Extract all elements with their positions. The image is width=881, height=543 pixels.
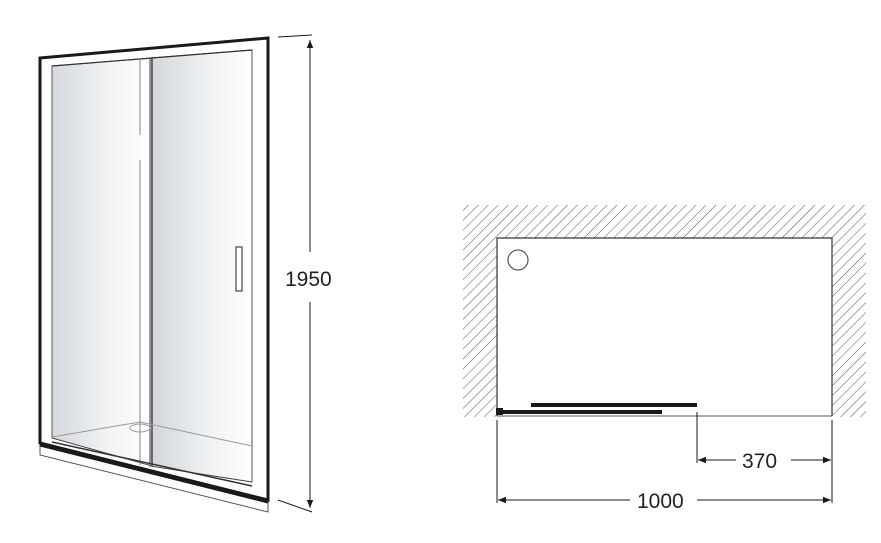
extension-line-top	[277, 34, 313, 38]
shower-area	[497, 238, 832, 416]
wall-outline	[496, 237, 833, 416]
drain-icon	[129, 423, 151, 433]
fixed-panel	[498, 410, 662, 414]
bottom-frame	[39, 443, 269, 504]
drain-icon	[507, 249, 529, 271]
extension-line-bottom	[277, 499, 313, 513]
sliding-panel	[531, 403, 697, 407]
perspective-view: 1950	[38, 34, 332, 513]
width-dimension-label: 1000	[637, 490, 684, 513]
opening-dimension-label: 370	[742, 450, 777, 473]
door-handle	[235, 246, 243, 292]
fixed-glass-panel	[51, 57, 153, 467]
floor-line	[51, 421, 253, 447]
wall-profile	[496, 408, 503, 415]
height-dimension-label: 1950	[285, 268, 332, 291]
bottom-rail	[51, 441, 253, 487]
plan-view: 370 1000	[463, 205, 866, 513]
